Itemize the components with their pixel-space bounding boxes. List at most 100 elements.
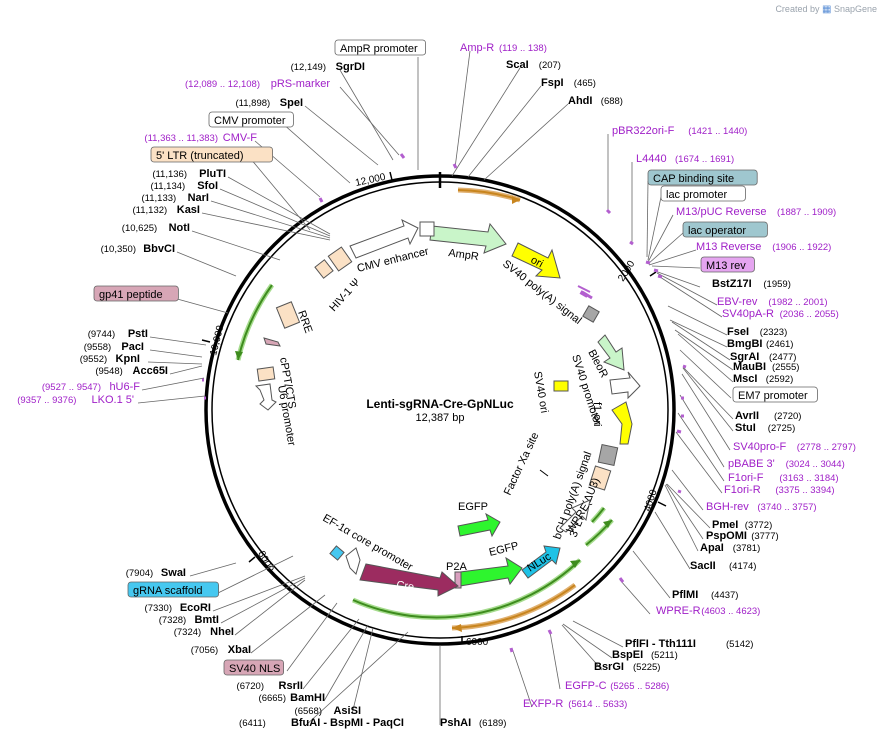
- feature-grna-scaffold-mark[interactable]: [329, 545, 345, 561]
- label-stui-position: (2725): [768, 423, 795, 434]
- feature-ef1a-promoter[interactable]: [345, 547, 361, 575]
- label-ahdi-position: (688): [601, 96, 623, 107]
- label-msci: MscI: [733, 373, 757, 385]
- label-pspomi: PspOMI: [706, 530, 747, 542]
- feature-3-ltr[interactable]: [588, 465, 612, 491]
- feature-hiv-psi[interactable]: [314, 259, 334, 279]
- label-fsei: FseI: [727, 326, 749, 338]
- label-kpni: KpnI: [116, 353, 140, 365]
- snapgene-credit: Created by ▦ SnapGene: [775, 4, 877, 15]
- label-f1ori-f: F1ori-F: [728, 472, 764, 484]
- label-pflfi-tth111i-position: (5142): [726, 639, 753, 650]
- label-nhei-position: (7324): [174, 627, 201, 638]
- label-m13-reverse: M13 Reverse: [696, 241, 761, 253]
- label-lac-promoter: lac promoter: [666, 189, 727, 201]
- label-bmgbi-position: (2461): [766, 339, 793, 350]
- label-m13-rev-box: [700, 256, 755, 273]
- feature-cppt[interactable]: [256, 366, 276, 382]
- label-pflmi: PflMI: [672, 589, 698, 601]
- label-bgh-rev: BGH-rev: [706, 501, 749, 513]
- label-pmei: PmeI: [712, 519, 738, 531]
- label-cmv-promoter-box: [208, 111, 294, 128]
- feature-rre[interactable]: [275, 301, 301, 329]
- label-sv40pa-r: SV40pA-R: [722, 308, 774, 320]
- label-maubi: MauBI: [733, 361, 766, 373]
- label-lac-operator: lac operator: [688, 225, 746, 237]
- label-fsei-position: (2323): [760, 327, 787, 338]
- feature-ori[interactable]: [511, 242, 561, 279]
- feature-f1-ori[interactable]: [611, 401, 633, 445]
- feature-gp41-mark[interactable]: [263, 337, 281, 347]
- feature-cmv-promoter-block[interactable]: [419, 221, 435, 237]
- orf-arcs: [235, 187, 614, 632]
- feature-sv40-promoter[interactable]: [609, 371, 641, 400]
- feature-bleor[interactable]: [597, 334, 625, 371]
- label-bsrgi-position: (5225): [633, 662, 660, 673]
- feature-nluc[interactable]: [521, 545, 561, 579]
- label-gp41-peptide: gp41 peptide: [99, 289, 163, 301]
- label-sv40pa-r-position: (2036 .. 2055): [780, 309, 839, 320]
- label-pspomi-position: (3777): [751, 531, 778, 542]
- label-l4440: L4440: [636, 153, 667, 165]
- label-exfp-r: EXFP-R: [523, 698, 563, 710]
- label-swai-position: (7904): [126, 568, 153, 579]
- label-m13-puc-reverse-position: (1887 .. 1909): [777, 207, 836, 218]
- label-ebv-rev-position: (1982 .. 2001): [768, 297, 827, 308]
- feature-sv40-polya[interactable]: [582, 305, 600, 323]
- label-sv40-nls-box: [223, 659, 284, 676]
- label-spei-position: (11,898): [236, 98, 271, 109]
- label-ampr-promoter: AmpR promoter: [340, 43, 418, 55]
- label-kpni-position: (9552): [80, 354, 107, 365]
- feature-label-p2a: P2A: [446, 561, 467, 573]
- feature-factor-xa-mark: [539, 469, 549, 477]
- label-pluti: PluTI: [199, 168, 226, 180]
- feature-sv40-ori[interactable]: [553, 380, 569, 392]
- label-fspi-position: (465): [574, 78, 596, 89]
- label-cap-binding-site-box: [647, 169, 758, 186]
- feature-ampr[interactable]: [429, 222, 507, 254]
- label-lko-1-5: LKO.1 5': [92, 394, 134, 406]
- tick-label-10000: 10,000: [208, 324, 226, 357]
- feature-label-egfp-1: EGFP: [458, 501, 488, 513]
- feature-p2a[interactable]: [454, 571, 462, 589]
- feature-wpre[interactable]: [559, 499, 591, 533]
- feature-5ltr-block[interactable]: [327, 246, 353, 272]
- label-wpre-r-position: (4603 .. 4623): [701, 606, 760, 617]
- label-psti-position: (9744): [88, 329, 115, 340]
- label-fspi: FspI: [541, 77, 564, 89]
- label-sacii-position: (4174): [729, 561, 756, 572]
- label-sv40-nls: SV40 NLS: [229, 663, 280, 675]
- label-hu6-f-position: (9527 .. 9547): [42, 382, 101, 393]
- label-scai-position: (207): [539, 60, 561, 71]
- feature-cre[interactable]: [359, 563, 459, 597]
- feature-label-ori: ori: [529, 254, 545, 270]
- feature-bgh-polya[interactable]: [597, 443, 619, 467]
- feature-label-ampr: AmpR: [448, 247, 480, 263]
- feature-cmv-enhancer[interactable]: [349, 219, 419, 259]
- label-sacii: SacII: [690, 560, 716, 572]
- label-ebv-rev: EBV-rev: [717, 296, 758, 308]
- label-wpre-r: WPRE-R: [656, 605, 701, 617]
- label-f1ori-f-position: (3163 .. 3184): [779, 473, 838, 484]
- feature-label-sv40-ori: SV40 ori: [531, 370, 550, 414]
- label-sgrai-position: (2477): [769, 352, 796, 363]
- label-sgrdi: SgrDI: [336, 61, 365, 73]
- label-sgrdi-position: (12,149): [291, 62, 326, 73]
- label-sfoi: SfoI: [197, 180, 218, 192]
- label-ecori-position: (7330): [145, 603, 172, 614]
- label-maubi-position: (2555): [772, 362, 799, 373]
- label-cmv-promoter: CMV promoter: [214, 115, 286, 127]
- feature-egfp-1[interactable]: [457, 512, 501, 538]
- feature-egfp-2[interactable]: [459, 556, 523, 587]
- label-bbvci-position: (10,350): [101, 244, 136, 255]
- tick-label-8000: 8000: [255, 549, 275, 574]
- label-avrii-position: (2720): [774, 411, 801, 422]
- feature-u6-promoter[interactable]: [254, 383, 277, 411]
- label-rsrii-position: (6720): [237, 681, 264, 692]
- feature-label-cre: Cre: [396, 579, 415, 593]
- label-exfp-r-position: (5614 .. 5633): [568, 699, 627, 710]
- label-bbvci: BbvCI: [143, 243, 175, 255]
- label-5-ltr-truncated-box: [150, 146, 273, 163]
- label-gp41-peptide-box: [93, 285, 179, 302]
